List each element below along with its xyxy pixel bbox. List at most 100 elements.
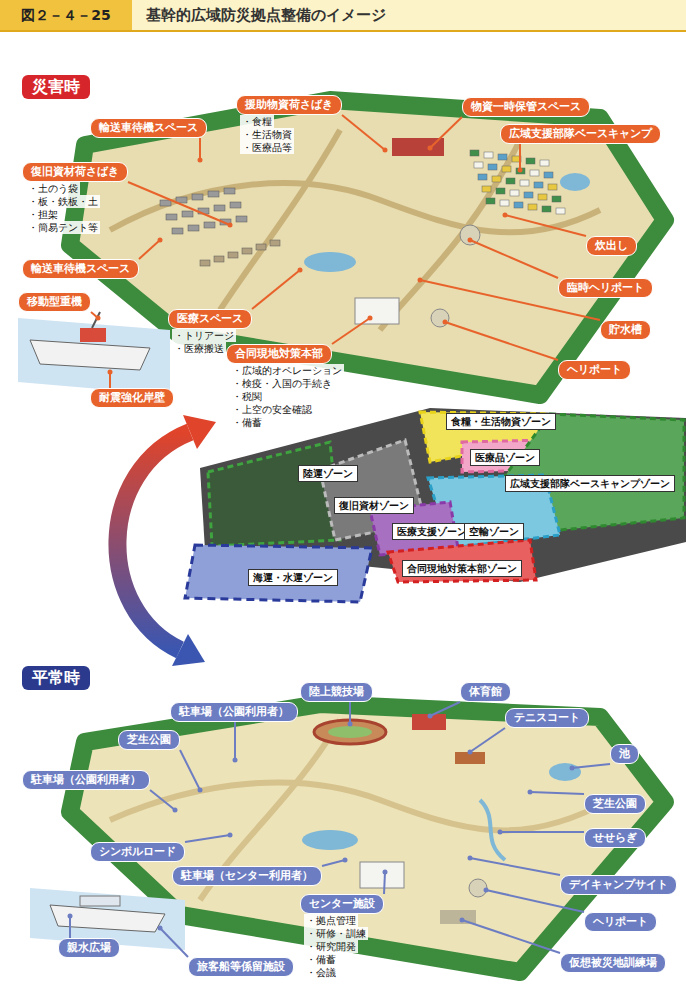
leader-dot: [228, 223, 233, 228]
tag-text: 合同現地対策本部ゾーン: [402, 560, 522, 577]
leader-line: [150, 790, 175, 810]
zone-label: 医療品ゾーン: [470, 446, 540, 466]
tent: [492, 176, 501, 182]
tag-text: 広域支援部隊ベースキャンプゾーン: [505, 475, 675, 492]
truck: [166, 214, 177, 220]
tag-text: 芝生公園: [118, 730, 180, 750]
leader-dot: [68, 914, 73, 919]
leader-dot: [484, 888, 489, 893]
leader-dot: [468, 856, 473, 861]
tag-text: 貯水槽: [600, 320, 651, 340]
tent: [478, 174, 487, 180]
tag-text: 駐車場（センター利用者）: [172, 866, 322, 886]
leader-dot: [108, 370, 113, 375]
tent: [556, 208, 565, 214]
zone-map: [185, 408, 686, 602]
trucks: [160, 188, 280, 266]
crane-arm: [92, 312, 100, 328]
tent: [544, 172, 553, 178]
bullet-item: ・板・鉄板・土: [26, 195, 100, 208]
leader-line: [139, 240, 160, 259]
callout-tag: シンボルロード: [90, 840, 185, 862]
leader-line: [349, 702, 351, 724]
zone-label: 復旧資材ゾーン: [334, 494, 414, 514]
tag-text: 臨時ヘリポート: [558, 278, 653, 298]
bullet-item: ・担架: [26, 208, 60, 221]
leader-dot: [428, 146, 433, 151]
leader-dot: [383, 148, 388, 153]
tag-text: 医療品ゾーン: [470, 449, 540, 466]
tent: [470, 150, 479, 156]
bullet-item: ・広域的オペレーション: [230, 364, 344, 377]
callout-tag: 物資一時保管スペース: [462, 95, 590, 117]
truck: [172, 228, 183, 234]
tag-text: 海運・水運ゾーン: [248, 569, 338, 586]
tag-text: 旅客船等係留施設: [188, 957, 294, 977]
zone-label: 食糧・生活物資ゾーン: [446, 410, 556, 430]
material-pile: [242, 248, 252, 254]
tag-text: 空輸ゾーン: [464, 523, 524, 540]
leader-line: [530, 792, 584, 794]
tag-text: 食糧・生活物資ゾーン: [446, 413, 556, 430]
callout-tag: 親水広場: [58, 936, 120, 958]
stream: [480, 800, 505, 860]
material-pile: [200, 260, 210, 266]
park-path: [110, 183, 600, 232]
leader-dot: [518, 168, 523, 173]
figure-number: 図２－４－25: [0, 0, 132, 30]
leader-line: [445, 322, 558, 360]
pond: [549, 763, 581, 781]
tag-text: 体育館: [460, 682, 511, 702]
arrow-body: [117, 432, 190, 650]
leader-dot: [368, 316, 373, 321]
truck: [188, 225, 199, 231]
tent: [528, 204, 537, 210]
callout-tag: 陸上競技場: [300, 680, 373, 702]
track-field: [328, 726, 372, 738]
callout-tag: ヘリポート: [558, 358, 631, 380]
bullet-item: ・備蓄: [304, 953, 338, 966]
callout-tag: 輸送車待機スペース: [90, 116, 207, 138]
leader-line: [199, 138, 201, 160]
tag-text: 耐震強化岸壁: [90, 388, 174, 408]
tent: [502, 166, 511, 172]
tag-text: せせらぎ: [584, 828, 646, 848]
tent: [514, 202, 523, 208]
tent: [506, 178, 515, 184]
truck: [208, 191, 219, 197]
tag-text: 医療支援ゾーン: [392, 523, 472, 540]
tag-text: 災害時: [22, 75, 90, 99]
tent: [510, 190, 519, 196]
tag-text: センター施設: [300, 894, 384, 914]
tag-text: 平常時: [22, 666, 90, 690]
section-tag: 平常時: [22, 666, 90, 690]
leader-line: [430, 702, 460, 716]
heliport: [431, 309, 449, 327]
bullet-item: ・医療品等: [240, 141, 294, 154]
tent: [526, 158, 535, 164]
callout-tag: 仮想被災地訓練場: [560, 951, 666, 973]
leader-line: [430, 117, 462, 148]
zone-label: 医療支援ゾーン: [392, 520, 472, 540]
zone-label: 海運・水運ゾーン: [248, 566, 338, 586]
crane: [80, 328, 106, 342]
leader-dot: [468, 750, 473, 755]
leader-dot: [443, 320, 448, 325]
bullet-item: ・検疫・入国の手続き: [230, 377, 334, 390]
callout-tag: 旅客船等係留施設: [188, 955, 294, 977]
tag-text: ヘリポート: [584, 912, 657, 932]
callout-tag: 復旧資材荷さばき・土のう袋・板・鉄板・土・担架・簡易テント等: [22, 160, 128, 234]
leader-dot: [198, 788, 203, 793]
leader-dot: [173, 808, 178, 813]
callout-tag: 芝生公園: [584, 792, 646, 814]
leader-dot: [570, 766, 575, 771]
leader-line: [252, 270, 300, 309]
ship: [18, 312, 170, 395]
callout-tag: 炊出し: [586, 234, 637, 256]
callout-tag: 貯水槽: [600, 318, 651, 340]
ship-cabin: [80, 896, 120, 906]
zone-label: 合同現地対策本部ゾーン: [402, 557, 522, 577]
tag-text: 池: [610, 744, 639, 764]
tent: [534, 182, 543, 188]
tent: [486, 198, 495, 204]
